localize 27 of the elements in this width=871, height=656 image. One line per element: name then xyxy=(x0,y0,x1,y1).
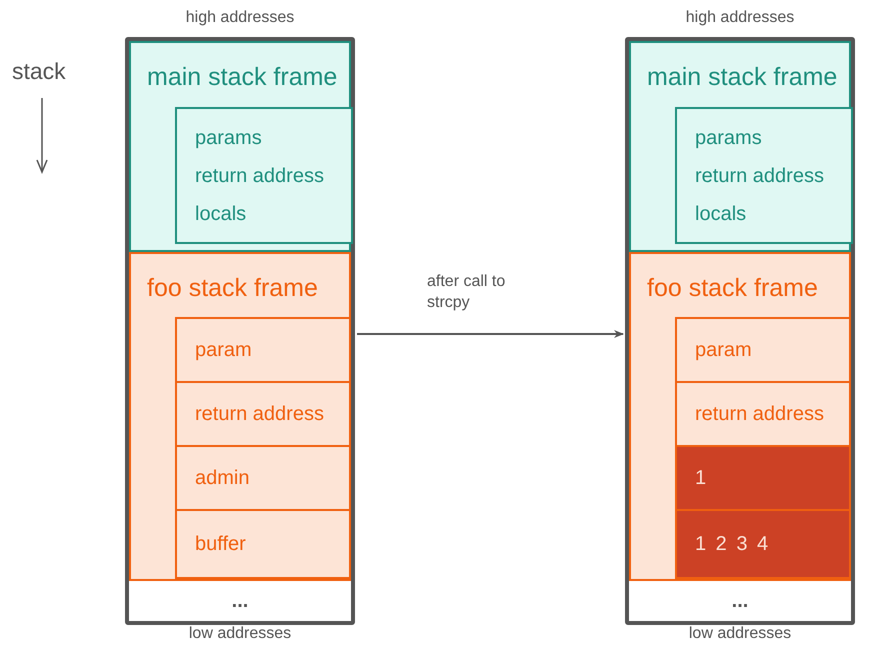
stack-frame xyxy=(129,41,351,252)
frame-contents-box xyxy=(175,107,353,244)
frame-field-label: locals xyxy=(695,203,746,226)
address-label: low addresses xyxy=(688,625,792,643)
stack-frame xyxy=(129,252,351,581)
overwritten-slot: 1 2 3 4 xyxy=(675,509,851,579)
frame-contents-box xyxy=(675,107,853,244)
stack-frame xyxy=(629,41,851,252)
address-label: high addresses xyxy=(184,9,296,27)
frame-field-label: return address xyxy=(695,165,824,188)
frame-heading: foo stack frame xyxy=(647,274,818,303)
memory-slot: buffer xyxy=(175,509,351,579)
frame-field-label: locals xyxy=(195,203,246,226)
address-label: low addresses xyxy=(188,625,292,643)
memory-slot: param xyxy=(175,317,351,383)
memory-slot: param xyxy=(675,317,851,383)
frame-heading: main stack frame xyxy=(147,63,338,92)
stack-label: stack xyxy=(12,58,66,85)
address-label: high addresses xyxy=(684,9,796,27)
arrow xyxy=(357,330,624,338)
frame-heading: foo stack frame xyxy=(147,274,318,303)
frame-field-label: return address xyxy=(195,165,324,188)
overwritten-slot: 1 xyxy=(675,445,851,511)
frame-field-label: params xyxy=(695,127,762,150)
frame-heading: main stack frame xyxy=(647,63,838,92)
frame-field-label: params xyxy=(195,127,262,150)
stack-frame xyxy=(629,252,851,581)
